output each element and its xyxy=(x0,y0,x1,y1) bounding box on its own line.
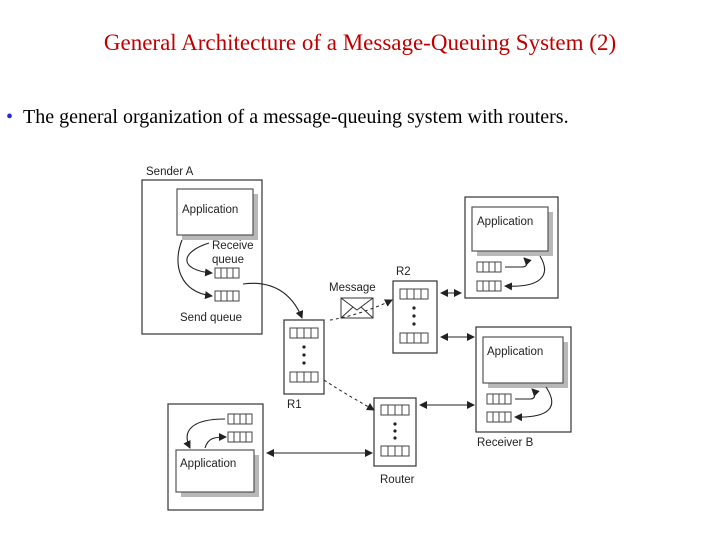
host-bottom-left: Application xyxy=(167,403,264,511)
host-top-right-queue-1 xyxy=(476,261,502,273)
sender-a-host: Sender A Application Receive queue Send … xyxy=(141,166,263,335)
receiver-b-app-label: Application xyxy=(487,346,543,358)
r1-label: R1 xyxy=(287,399,302,411)
bullet-text: The general organization of a message-qu… xyxy=(23,106,569,128)
slide-title: General Architecture of a Message-Queuin… xyxy=(103,30,617,55)
receiver-b-queue-1 xyxy=(486,393,512,405)
r2-label: R2 xyxy=(396,266,411,278)
host-bottom-left-queue-2 xyxy=(227,431,253,443)
r2-queue-bottom xyxy=(399,332,429,344)
sender-to-r1-arrow xyxy=(242,282,304,319)
router-r2: R2 xyxy=(392,266,438,354)
router-bottom: Router xyxy=(373,397,417,486)
send-queue-label: Send queue xyxy=(180,312,242,324)
r1-to-r2-arrow xyxy=(329,299,393,321)
send-queue-icon xyxy=(214,290,240,302)
bullet-dot-icon: • xyxy=(6,106,14,128)
receive-queue-label-2: queue xyxy=(212,254,244,266)
message-label: Message xyxy=(329,282,376,294)
receiver-b-host: Application Receiver B xyxy=(475,326,572,449)
host-bottom-left-app-label: Application xyxy=(180,458,236,470)
receiver-b-queue-2 xyxy=(486,411,512,423)
router-label: Router xyxy=(380,474,415,486)
host-top-right-app-label: Application xyxy=(477,216,533,228)
r1-queue-top xyxy=(289,327,319,339)
router-queue-top xyxy=(380,404,410,416)
r2-queue-top xyxy=(399,288,429,300)
r1-to-router-arrow xyxy=(323,379,375,411)
r1-queue-bottom xyxy=(289,371,319,383)
receiver-b-label: Receiver B xyxy=(477,437,534,449)
host-top-right: Application xyxy=(464,196,559,299)
host-bottom-left-queue-1 xyxy=(227,413,253,425)
sender-a-label: Sender A xyxy=(146,166,194,178)
receive-queue-label-1: Receive xyxy=(212,240,254,252)
message-envelope-icon: Message xyxy=(329,282,376,319)
host-top-right-queue-2 xyxy=(476,280,502,292)
router-r1: R1 xyxy=(283,319,325,411)
sender-app-label: Application xyxy=(182,204,238,216)
router-queue-bottom xyxy=(380,445,410,457)
receive-queue-icon xyxy=(214,267,240,279)
bullet-item: • The general organization of a message-q… xyxy=(6,106,716,129)
